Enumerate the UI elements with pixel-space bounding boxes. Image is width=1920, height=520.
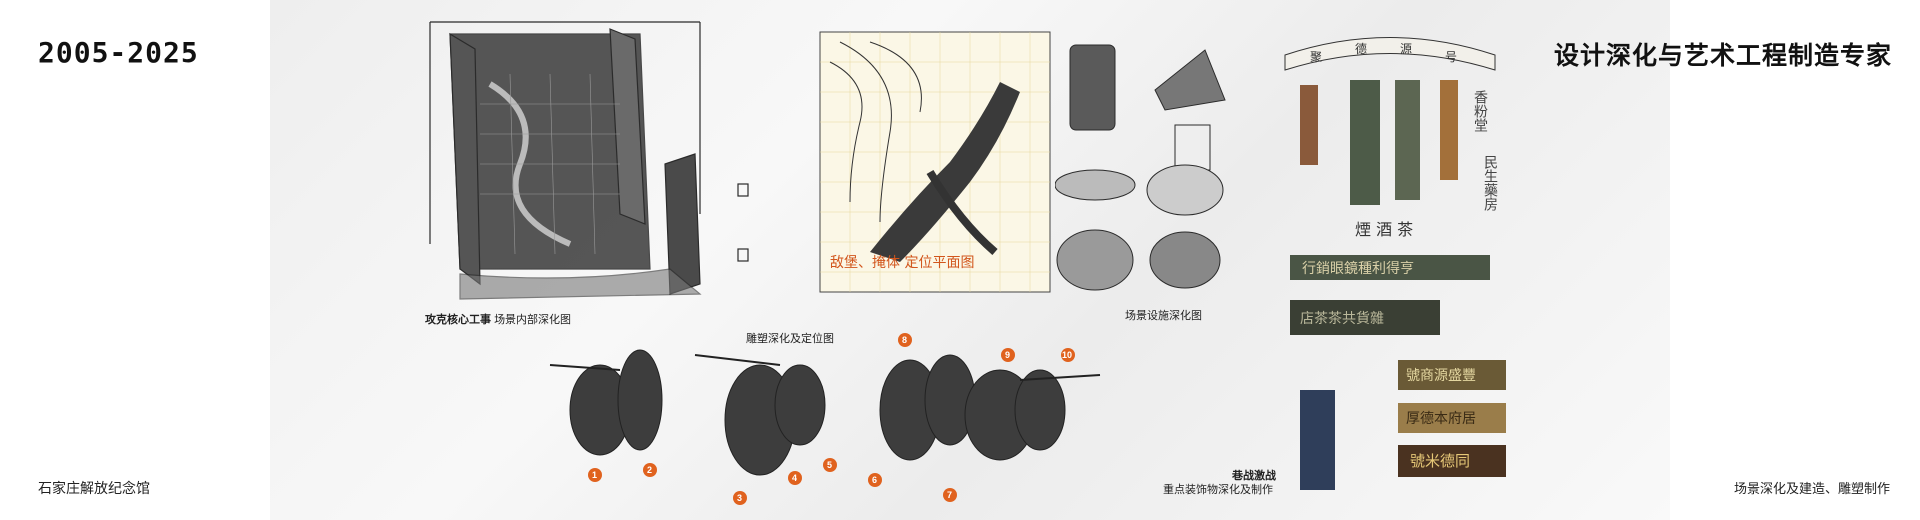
svg-text:聚: 聚 — [1310, 50, 1322, 64]
svg-text:8: 8 — [902, 335, 907, 345]
svg-text:4: 4 — [792, 473, 797, 483]
left-panel — [0, 0, 270, 520]
svg-text:10: 10 — [1062, 350, 1072, 360]
svg-text:德: 德 — [1355, 41, 1367, 56]
svg-text:煙 酒 茶: 煙 酒 茶 — [1355, 220, 1413, 239]
battle-caption-sub: 重点装饰物深化及制作 — [1163, 484, 1273, 496]
svg-text:6: 6 — [872, 475, 877, 485]
svg-text:2: 2 — [647, 465, 652, 475]
company-slogan: 设计深化与艺术工程制造专家 — [1553, 42, 1892, 70]
svg-text:厚德本府居: 厚德本府居 — [1406, 411, 1476, 427]
svg-text:民生藥房: 民生藥房 — [1482, 155, 1498, 211]
svg-text:5: 5 — [827, 460, 832, 470]
sculpture-sketches: 1 2 3 4 5 6 7 8 9 10 — [549, 333, 1101, 505]
work-scope: 场景深化及建造、雕塑制作 — [1733, 481, 1890, 496]
battle-caption-title: 巷战激战 — [1232, 470, 1276, 482]
core-caption: 攻克核心工事 场景内部深化图 — [425, 314, 572, 326]
right-panel — [1670, 0, 1920, 520]
svg-text:行銷眼鏡種利得亨: 行銷眼鏡種利得亨 — [1302, 260, 1414, 277]
handwritten-note: 敌堡、掩体 定位平面图 — [830, 255, 974, 271]
figure-badges: 1 2 3 4 5 6 7 8 9 10 — [588, 333, 1075, 505]
svg-text:号: 号 — [1445, 50, 1457, 64]
facility-caption: 场景设施深化图 — [1125, 310, 1202, 322]
year-range: 2005-2025 — [38, 36, 199, 69]
svg-text:9: 9 — [1005, 350, 1010, 360]
positioning-plan-sketch: 敌堡、掩体 定位平面图 — [819, 31, 1051, 293]
svg-text:3: 3 — [737, 493, 742, 503]
svg-text:7: 7 — [947, 490, 952, 500]
svg-text:號米德同: 號米德同 — [1410, 452, 1470, 470]
svg-text:號商源盛豐: 號商源盛豐 — [1406, 368, 1476, 384]
svg-text:香粉堂: 香粉堂 — [1472, 90, 1488, 132]
facility-sketches — [1055, 44, 1226, 291]
sculpture-caption: 雕塑深化及定位图 — [746, 333, 834, 345]
plaques-collection: 聚 德 源号 香粉堂 民生藥房 煙 酒 茶 行銷眼鏡種利得亨 店茶茶共貨雜 號商源… — [1284, 37, 1506, 490]
svg-text:店茶茶共貨雜: 店茶茶共貨雜 — [1300, 310, 1384, 327]
svg-text:1: 1 — [592, 470, 597, 480]
svg-text:源: 源 — [1400, 42, 1412, 56]
venue-name: 石家庄解放纪念馆 — [38, 480, 150, 496]
core-fortification-sketch — [429, 21, 749, 300]
